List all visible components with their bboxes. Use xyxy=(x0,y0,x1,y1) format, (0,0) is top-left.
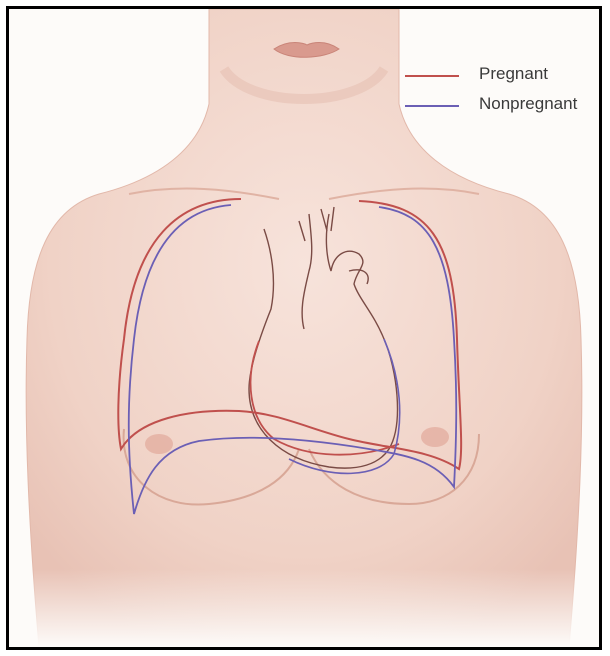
nipple-right xyxy=(421,427,449,447)
diagram-frame: Pregnant Nonpregnant xyxy=(6,6,602,650)
legend-label-pregnant: Pregnant xyxy=(479,64,548,84)
legend: Pregnant Nonpregnant xyxy=(405,61,602,121)
bottom-fade xyxy=(9,569,599,647)
legend-line-nonpregnant xyxy=(405,105,459,107)
legend-item-pregnant: Pregnant xyxy=(405,61,602,91)
legend-label-nonpregnant: Nonpregnant xyxy=(479,94,577,114)
legend-item-nonpregnant: Nonpregnant xyxy=(405,91,602,121)
nipple-left xyxy=(145,434,173,454)
legend-line-pregnant xyxy=(405,75,459,77)
